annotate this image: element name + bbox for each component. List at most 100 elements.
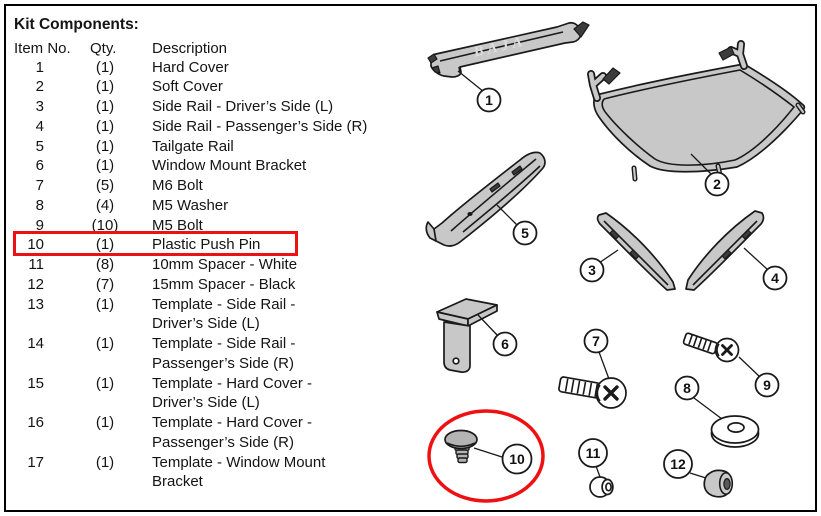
part-5-tailgate-rail [425, 151, 546, 247]
svg-text:7: 7 [592, 333, 600, 349]
table-row: 5 (1) Tailgate Rail [0, 137, 412, 157]
item-no-cell: 10 [27, 236, 44, 254]
description-cell: Side Rail - Passenger’s Side (R) [152, 117, 368, 135]
qty-cell: (1) [95, 414, 115, 432]
item-no-cell: 9 [35, 216, 44, 234]
qty-cell: (1) [95, 78, 115, 96]
table-row: 8 (4) M5 Washer [0, 196, 412, 216]
item-no-cell: 14 [27, 335, 44, 353]
part-3-side-rail-left [596, 212, 676, 291]
item-no-cell: 13 [27, 295, 44, 313]
item-no-cell: 17 [27, 453, 44, 471]
item-no-cell: 7 [35, 177, 44, 195]
svg-text:12: 12 [670, 456, 686, 472]
description-cell: M6 Bolt [152, 177, 203, 195]
components-table-body: 1 (1) Hard Cover 2 (1) Soft Cover 3 (1) … [0, 58, 412, 493]
svg-text:11: 11 [586, 445, 601, 461]
callout-8: 8 [674, 375, 700, 401]
qty-cell: (5) [95, 177, 115, 195]
baja-logo-text: BAJA [471, 33, 528, 60]
svg-text:9: 9 [763, 377, 771, 393]
description-cell: 15mm Spacer - Black [152, 275, 296, 293]
part-9-m5-bolt [682, 332, 740, 363]
table-row: 12 (7) 15mm Spacer - Black [0, 275, 412, 295]
description-cell: Template - Side Rail -Driver’s Side (L) [152, 295, 296, 333]
svg-text:6: 6 [501, 336, 509, 352]
svg-text:5: 5 [521, 225, 529, 241]
table-row: 1 (1) Hard Cover [0, 58, 412, 78]
table-row: 16 (1) Template - Hard Cover -Passenger’… [0, 413, 412, 453]
qty-cell: (1) [95, 157, 115, 175]
page-title: Kit Components: [14, 16, 139, 33]
description-cell: M5 Bolt [152, 216, 203, 234]
callout-9: 9 [754, 372, 780, 398]
table-header: Item No. Qty. Description [0, 39, 410, 59]
callout-2: 2 [704, 171, 730, 197]
svg-text:4: 4 [771, 270, 779, 286]
description-cell: Soft Cover [152, 78, 223, 96]
part-11-spacer-white [589, 476, 614, 498]
part-4-side-rail-right [685, 210, 765, 291]
description-cell: Template - Hard Cover -Passenger’s Side … [152, 414, 313, 451]
svg-text:2: 2 [713, 176, 721, 192]
part-10-plastic-push-pin [444, 429, 478, 464]
table-row: 2 (1) Soft Cover [0, 77, 412, 97]
qty-cell: (1) [95, 236, 115, 254]
qty-cell: (8) [95, 256, 115, 274]
table-row: 4 (1) Side Rail - Passenger’s Side (R) [0, 117, 412, 137]
item-no-cell: 4 [35, 117, 44, 135]
qty-cell: (4) [95, 196, 115, 214]
header-item-no: Item No. [14, 39, 71, 57]
item-no-cell: 1 [35, 58, 44, 76]
table-row: 3 (1) Side Rail - Driver’s Side (L) [0, 97, 412, 117]
part-2-soft-cover [587, 40, 806, 182]
qty-cell: (1) [95, 137, 115, 155]
callout-4: 4 [762, 265, 788, 291]
qty-cell: (1) [95, 117, 115, 135]
part-8-m5-washer [710, 415, 760, 448]
qty-cell: (1) [95, 374, 115, 392]
leader-lines [457, 70, 769, 479]
description-cell: Template - Hard Cover -Driver’s Side (L) [152, 374, 313, 412]
callout-11: 11 [578, 438, 608, 468]
part-1-hard-cover: BAJA [427, 21, 590, 78]
item-no-cell: 8 [35, 196, 44, 214]
callout-1: 1 [476, 87, 502, 113]
table-row: 9 (10) M5 Bolt [0, 216, 412, 236]
qty-cell: (1) [95, 335, 115, 353]
item-no-cell: 15 [27, 374, 44, 392]
table-row: 14 (1) Template - Side Rail -Passenger’s… [0, 334, 412, 374]
qty-cell: (10) [91, 216, 119, 234]
description-cell: Plastic Push Pin [152, 236, 261, 254]
qty-cell: (1) [95, 98, 115, 116]
callout-3: 3 [579, 257, 605, 283]
qty-cell: (1) [95, 453, 115, 471]
header-qty: Qty. [90, 39, 117, 57]
description-cell: Hard Cover [152, 58, 229, 76]
part-7-m6-bolt [558, 376, 627, 409]
description-cell: 10mm Spacer - White [152, 256, 298, 274]
item-no-cell: 3 [35, 98, 44, 116]
description-cell: Tailgate Rail [152, 137, 234, 155]
table-row: 11 (8) 10mm Spacer - White [0, 255, 412, 275]
description-cell: M5 Washer [152, 196, 229, 214]
table-row: 6 (1) Window Mount Bracket [0, 156, 412, 176]
item-no-cell: 5 [35, 137, 44, 155]
item-no-cell: 12 [27, 275, 44, 293]
svg-text:8: 8 [683, 380, 691, 396]
part-6-window-mount-bracket [436, 298, 498, 374]
svg-text:3: 3 [588, 262, 596, 278]
callout-6: 6 [492, 331, 518, 357]
description-cell: Template - Side Rail -Passenger’s Side (… [152, 335, 296, 372]
item-no-cell: 2 [35, 78, 44, 96]
description-cell: Side Rail - Driver’s Side (L) [152, 98, 334, 116]
table-row: 7 (5) M6 Bolt [0, 176, 412, 196]
header-description: Description [152, 39, 228, 57]
item-no-cell: 6 [35, 157, 44, 175]
item-no-cell: 11 [28, 256, 44, 274]
callout-5: 5 [512, 220, 538, 246]
highlight-ellipse-part-10 [427, 409, 545, 503]
qty-cell: (1) [95, 295, 115, 313]
